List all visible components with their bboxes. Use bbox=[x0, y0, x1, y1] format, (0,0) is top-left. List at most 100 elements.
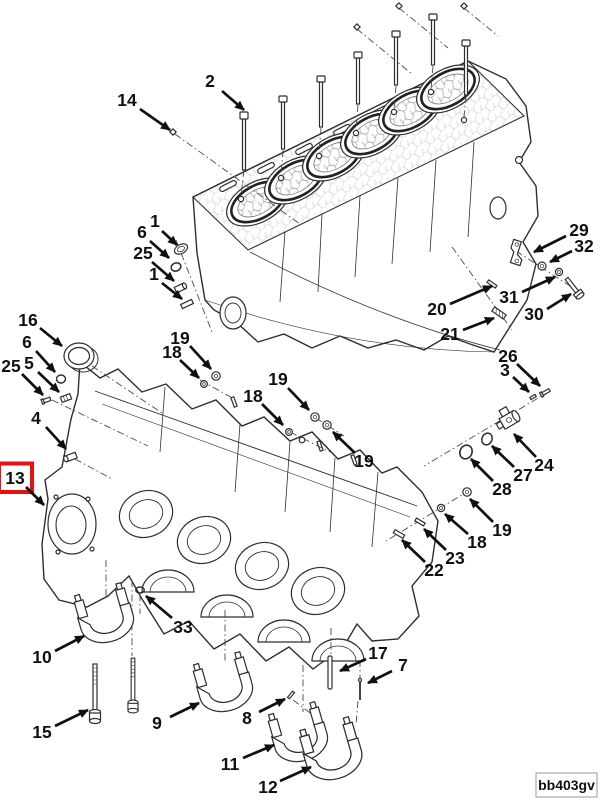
callout-3: 3 bbox=[500, 360, 530, 393]
callout-label: 3 bbox=[500, 360, 510, 380]
left-dowels-and-plugs bbox=[40, 243, 195, 463]
callout-label: 2 bbox=[205, 71, 215, 91]
callout-label: 24 bbox=[534, 455, 554, 475]
callout-arrow bbox=[470, 458, 494, 482]
callout-label: 16 bbox=[18, 310, 38, 330]
callout-label: 26 bbox=[498, 346, 518, 366]
callout-1: 1 bbox=[150, 211, 178, 246]
callout-25: 25 bbox=[133, 243, 175, 283]
dowel-bolt bbox=[169, 128, 177, 136]
callout-label: 6 bbox=[137, 222, 147, 242]
washer bbox=[436, 503, 446, 513]
callout-arrow bbox=[151, 260, 175, 283]
dowel-pin bbox=[179, 298, 195, 310]
callout-arrow bbox=[221, 89, 245, 112]
figure-code-border bbox=[535, 772, 598, 798]
hex-bolt bbox=[564, 276, 585, 300]
callout-label: 8 bbox=[242, 708, 252, 728]
lower-block-ribs bbox=[159, 386, 379, 548]
stud bbox=[414, 517, 426, 527]
callout-7: 7 bbox=[367, 655, 408, 685]
callout-9: 9 bbox=[152, 701, 200, 733]
callout-6: 6 bbox=[22, 332, 57, 373]
lower-block-body bbox=[41, 360, 439, 670]
callout-20: 20 bbox=[427, 284, 493, 319]
roll-pin bbox=[490, 306, 508, 320]
bearing-cap bbox=[265, 700, 334, 769]
callout-label: 21 bbox=[440, 324, 460, 344]
callout-label: 30 bbox=[524, 304, 544, 324]
nozzle-assembly bbox=[495, 405, 521, 431]
callout-arrow bbox=[149, 239, 170, 260]
main-bearing-caps bbox=[71, 581, 368, 787]
right-bracket-hardware bbox=[486, 238, 585, 320]
callout-arrow bbox=[39, 326, 63, 348]
callout-arrow bbox=[491, 445, 515, 468]
screw bbox=[538, 387, 552, 398]
callout-16: 16 bbox=[18, 310, 63, 348]
callout-label: 15 bbox=[32, 722, 52, 742]
callout-arrow bbox=[521, 275, 556, 294]
callout-arrow bbox=[161, 281, 183, 301]
dowel-pin bbox=[286, 690, 296, 700]
flywheel-housing-bore bbox=[219, 155, 524, 330]
figure-code-box: bb403gv bbox=[535, 772, 598, 798]
callout-label: 14 bbox=[117, 90, 137, 110]
callout-label: 25 bbox=[1, 356, 21, 376]
callout-8: 8 bbox=[242, 697, 286, 728]
callout-label: 25 bbox=[133, 243, 153, 263]
callout-label: 11 bbox=[221, 754, 240, 774]
cup-plug bbox=[173, 282, 188, 294]
callout-arrow bbox=[34, 350, 57, 373]
callout-arrow bbox=[462, 316, 495, 332]
callout-label: 19 bbox=[268, 369, 288, 389]
dowel-tube bbox=[327, 655, 333, 690]
callout-14: 14 bbox=[117, 90, 171, 132]
callout-arrow bbox=[546, 292, 572, 311]
pin bbox=[357, 677, 363, 700]
washer bbox=[298, 436, 306, 444]
callout-arrow bbox=[279, 765, 312, 783]
callout-arrow bbox=[242, 743, 275, 760]
head-stud bbox=[353, 51, 363, 105]
bearing-cap-bolt bbox=[127, 657, 139, 714]
nut bbox=[310, 412, 320, 422]
callout-label: 27 bbox=[513, 465, 532, 485]
head-stud bbox=[391, 30, 401, 86]
washer bbox=[285, 428, 294, 437]
callout-arrow bbox=[258, 697, 286, 714]
callout-label: 6 bbox=[22, 332, 32, 352]
callout-arrow bbox=[513, 433, 537, 458]
callout-27: 27 bbox=[491, 445, 533, 485]
callout-label: 23 bbox=[445, 548, 465, 568]
lifting-bracket bbox=[509, 238, 523, 267]
callout-arrow bbox=[179, 359, 200, 379]
head-stud bbox=[278, 95, 288, 150]
crank-bores bbox=[118, 489, 346, 616]
washer bbox=[537, 261, 547, 271]
lower-cylinder-block bbox=[41, 360, 439, 670]
dowel-bolt bbox=[460, 2, 468, 10]
front-cover-flange bbox=[47, 493, 97, 555]
callout-label: 12 bbox=[258, 777, 278, 797]
callout-label: 10 bbox=[32, 647, 52, 667]
rear-seal bbox=[63, 342, 99, 373]
callout-5: 5 bbox=[24, 353, 60, 393]
callout-22: 22 bbox=[401, 539, 444, 580]
callout-label: 9 bbox=[152, 713, 162, 733]
callout-label: 18 bbox=[162, 342, 182, 362]
bearing-cap bbox=[296, 715, 368, 787]
callout-label: 17 bbox=[368, 643, 387, 663]
callout-2: 2 bbox=[205, 71, 245, 112]
callout-arrow bbox=[45, 426, 67, 450]
washer bbox=[200, 380, 209, 389]
callout-26: 26 bbox=[498, 346, 541, 387]
callout-11: 11 bbox=[221, 743, 275, 774]
nut bbox=[462, 487, 472, 497]
callout-arrow bbox=[261, 403, 284, 426]
bearing-cap-bolt bbox=[88, 663, 102, 725]
callout-19: 19 bbox=[469, 498, 512, 540]
